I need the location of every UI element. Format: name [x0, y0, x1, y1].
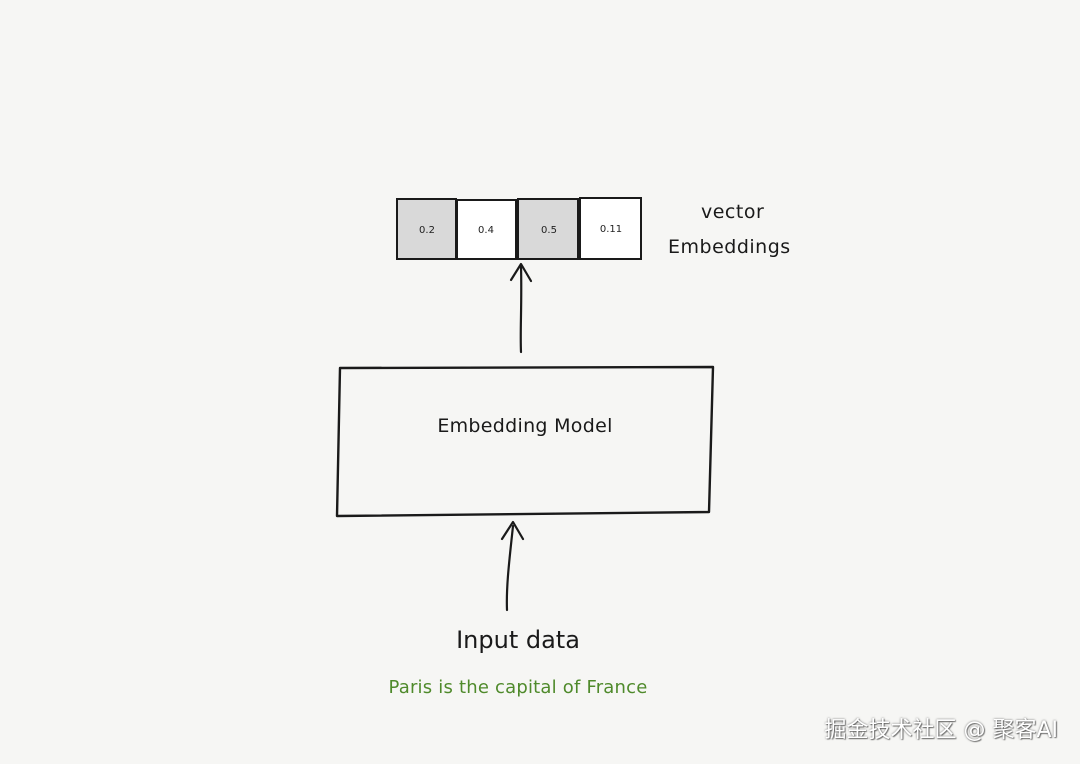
model-label: Embedding Model — [437, 415, 612, 437]
input-title: Input data — [456, 626, 580, 654]
vector-cell: 0.11 — [579, 197, 642, 260]
vector-cell: 0.5 — [517, 198, 579, 260]
model-box-outline — [335, 365, 715, 518]
vector-cell-value: 0.4 — [478, 225, 494, 236]
watermark: 掘金技术社区 @ 聚客AI — [824, 718, 1058, 743]
arrow-shaft — [505, 524, 515, 612]
vector-cell-value: 0.11 — [600, 224, 622, 235]
vector-cell-box — [456, 199, 517, 260]
arrow-shaft — [519, 264, 523, 354]
vector-cell: 0.4 — [456, 199, 517, 260]
arrow-to-model — [500, 520, 525, 612]
vector-label-line2: Embeddings — [668, 236, 791, 258]
embedding-model-box: Embedding Model — [335, 365, 715, 518]
input-example: Paris is the capital of France — [388, 677, 647, 698]
vector-cell-value: 0.2 — [419, 225, 435, 236]
vector-cell-box — [517, 198, 579, 260]
vector-cell: 0.2 — [396, 198, 457, 260]
vector-cell-box — [579, 197, 642, 260]
arrow-to-vector — [509, 262, 533, 354]
vector-cell-value: 0.5 — [541, 225, 557, 236]
vector-cell-box — [396, 198, 457, 260]
vector-embedding: 0.2 0.4 0.5 0.11 — [396, 197, 642, 260]
arrow-head-icon — [509, 262, 533, 283]
arrow-head-icon — [500, 520, 525, 541]
vector-label-line1: vector — [701, 201, 764, 223]
